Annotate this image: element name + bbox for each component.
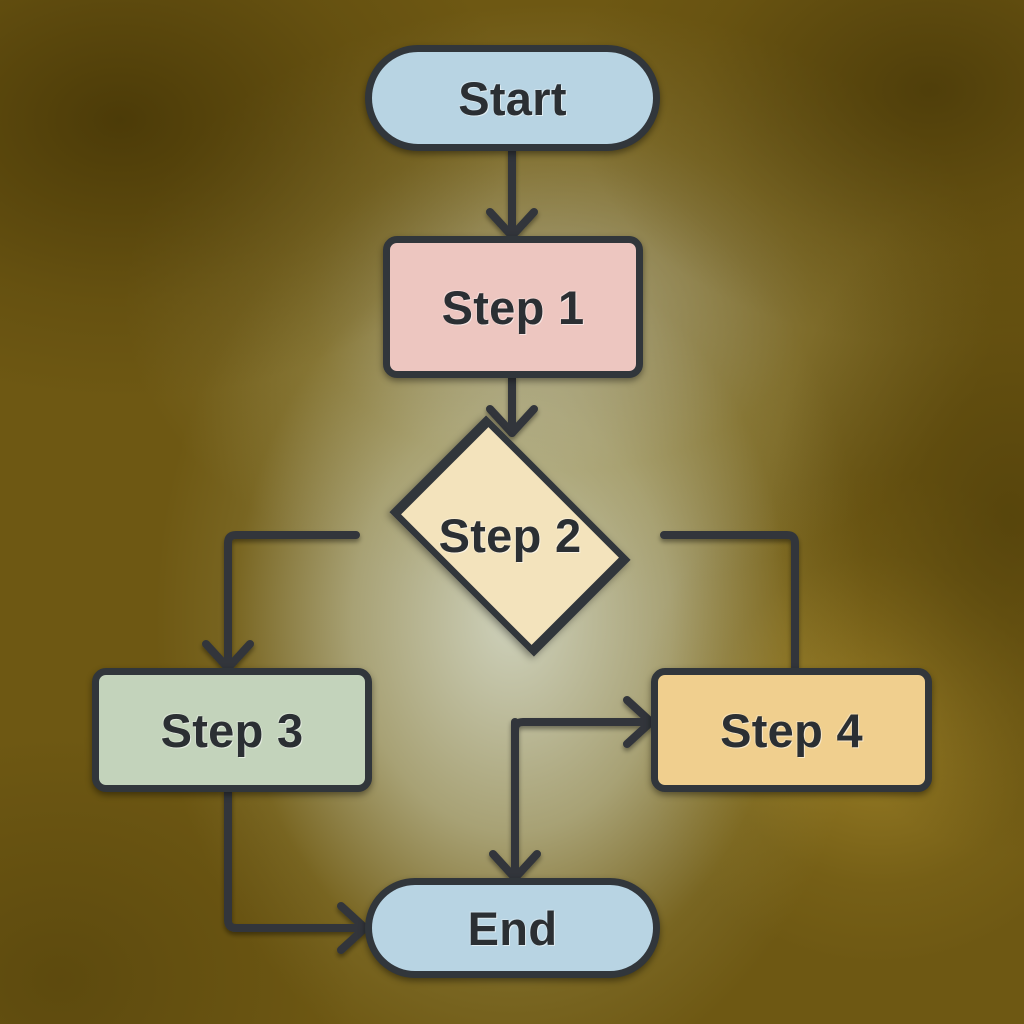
node-step-1[interactable]: Step 1 xyxy=(383,236,643,378)
node-step-2-label: Step 2 xyxy=(438,509,582,562)
node-step-1-label: Step 1 xyxy=(441,280,585,334)
node-end[interactable]: End xyxy=(365,878,660,978)
node-step-3-label: Step 3 xyxy=(160,703,304,757)
edge-step2-to-step4 xyxy=(660,531,799,672)
edge-step2-to-step3 xyxy=(224,531,360,672)
node-end-label: End xyxy=(467,901,558,955)
node-step-2-decision[interactable]: Step 2 xyxy=(356,414,664,657)
edge-arrowhead-step2 xyxy=(486,405,538,437)
node-start-label: Start xyxy=(458,71,567,125)
node-step-4-label: Step 4 xyxy=(720,703,863,757)
edge-step3-to-end xyxy=(224,788,369,932)
node-step-4[interactable]: Step 4 xyxy=(651,668,932,792)
node-step-3[interactable]: Step 3 xyxy=(92,668,372,792)
node-start[interactable]: Start xyxy=(365,45,660,151)
